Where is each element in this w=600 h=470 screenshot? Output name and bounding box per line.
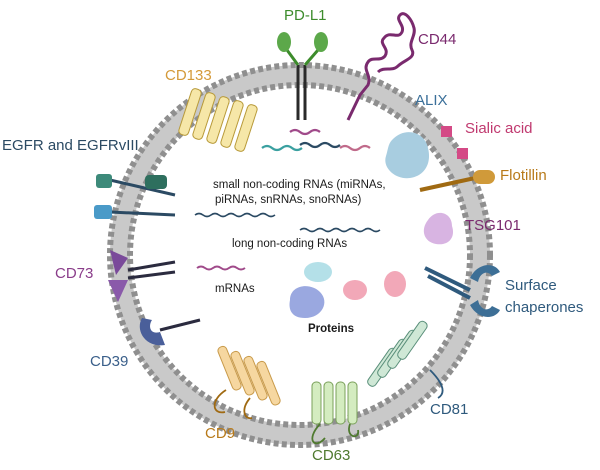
protein-cargo: [289, 262, 406, 318]
cd9-protein: [213, 345, 281, 420]
label-cd63: CD63: [312, 447, 350, 464]
small-rna-strands: [261, 128, 371, 152]
label-small-rnas-line2: piRNAs, snRNAs, snoRNAs): [215, 194, 362, 206]
egfr-protein: [94, 174, 176, 219]
cd44-protein: [346, 12, 416, 121]
lipid-bilayer: [107, 62, 493, 448]
tsg101-protein: [423, 212, 454, 245]
label-cd44: CD44: [418, 31, 456, 48]
label-cd81: CD81: [430, 401, 468, 418]
label-cd133: CD133: [165, 67, 212, 84]
alix-protein: [385, 132, 430, 179]
label-sialic-acid: Sialic acid: [465, 120, 533, 137]
label-cd39: CD39: [90, 353, 128, 370]
label-egfr: EGFR and EGFRvIII: [2, 137, 139, 154]
label-surface: Surface: [505, 277, 557, 294]
label-cd9: CD9: [205, 425, 235, 442]
label-flotillin: Flotillin: [500, 167, 547, 184]
cd81-protein: [367, 320, 444, 399]
pdl1-protein: [277, 32, 328, 120]
cd39-protein: [139, 318, 201, 346]
label-tsg101: TSG101: [465, 217, 521, 234]
label-alix: ALIX: [415, 92, 448, 109]
label-lncrna: long non-coding RNAs: [232, 238, 347, 250]
label-chaperones: chaperones: [505, 299, 583, 316]
label-pdl1: PD-L1: [284, 7, 327, 24]
cd73-protein: [108, 250, 176, 302]
cd63-protein: [311, 381, 359, 445]
label-cd73: CD73: [55, 265, 93, 282]
label-mrna: mRNAs: [215, 283, 255, 295]
label-proteins: Proteins: [308, 323, 354, 335]
surface-chaperones-protein: [424, 265, 500, 317]
label-small-rnas-line1: small non-coding RNAs (miRNAs,: [213, 179, 386, 191]
lncrna-strands: [194, 212, 381, 233]
sialic-acid-icon: [441, 126, 468, 159]
flotillin-protein: [419, 170, 495, 192]
mrna-strand: [196, 265, 246, 271]
cd133-protein: [178, 88, 258, 152]
